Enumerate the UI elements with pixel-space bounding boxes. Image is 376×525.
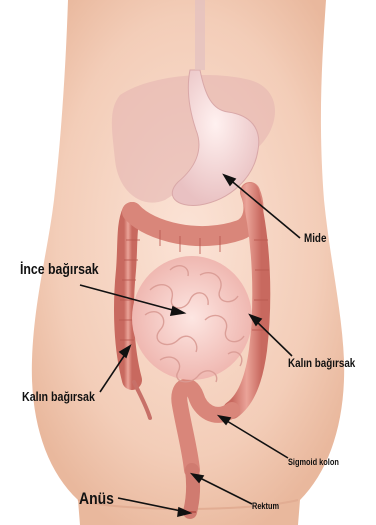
- label-anus: Anüs: [79, 490, 114, 507]
- label-kalin-bagirsak-left: Kalın bağırsak: [22, 390, 95, 403]
- label-rektum: Rektum: [252, 502, 279, 511]
- label-sigmoid-kolon: Sigmoid kolon: [288, 458, 339, 467]
- label-kalin-bagirsak-right: Kalın bağırsak: [288, 357, 355, 369]
- label-mide: Mide: [304, 232, 326, 244]
- label-ince-bagirsak: İnce bağırsak: [20, 262, 99, 277]
